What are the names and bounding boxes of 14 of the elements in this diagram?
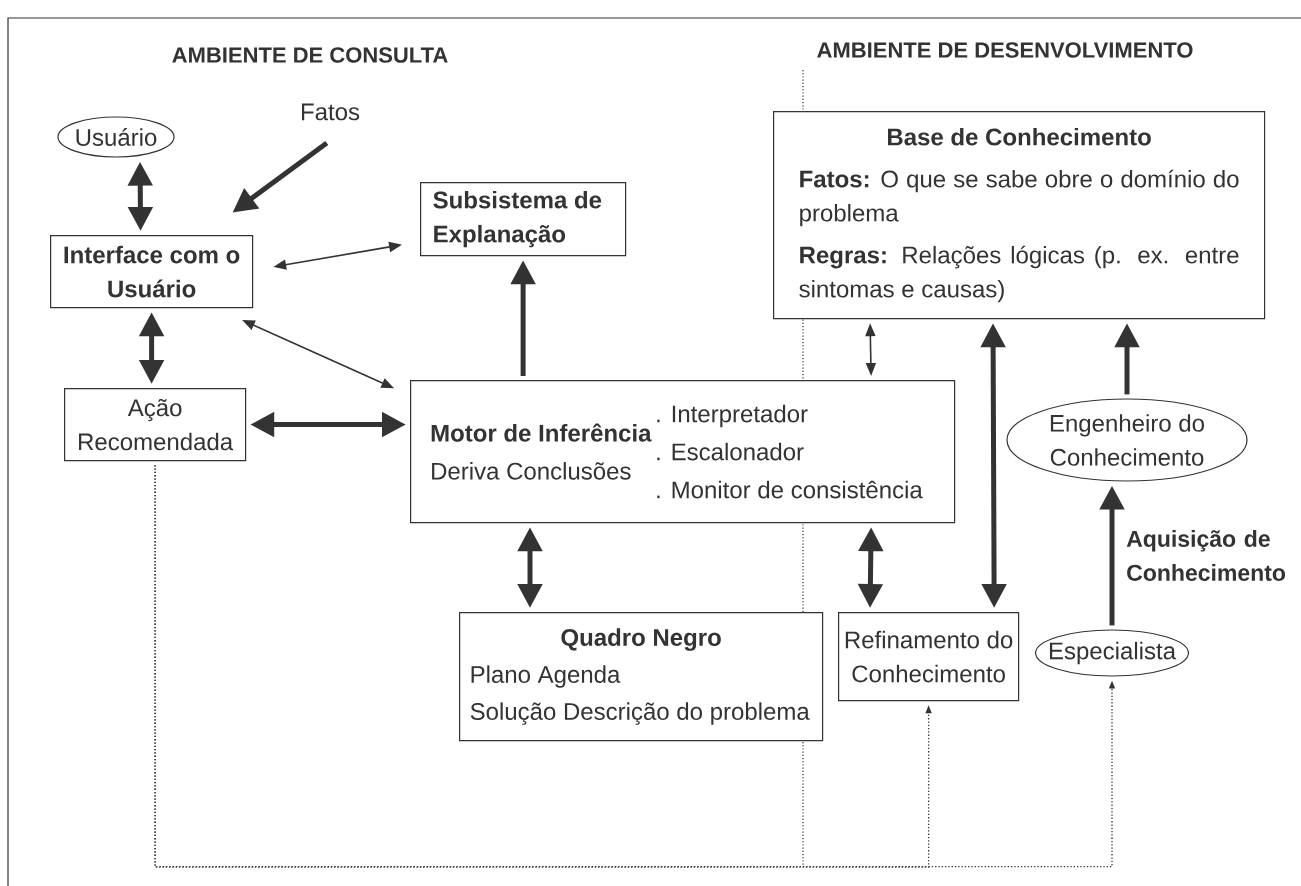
- process-box: Ação Recomendada: [64, 388, 247, 462]
- input-label: Fatos: [301, 103, 360, 121]
- ellipse-node: Engenheiro do Conhecimento: [1006, 398, 1248, 482]
- process-box: Quadro Negro Plano Agenda Solução Descrição do problema: [459, 612, 824, 742]
- process-box: Interface com o Usuário: [50, 235, 254, 309]
- process-box: Base de Conhecimento Fatos: O que se sabe obre o domínio do problema Regras: Relações lógicas (p. ex. entre sintomas e causas): [773, 111, 1266, 320]
- ellipse-node: Usuário: [57, 116, 175, 158]
- edge-label: Aquisição de Conhecimento: [1126, 530, 1286, 581]
- section-title: AMBIENTE DE DESENVOLVIMENTO: [817, 42, 1193, 58]
- process-box: Motor de Inferência Deriva Conclusões . Interpretador . Escalonador . Monitor de consistência: [410, 380, 956, 524]
- ellipse-node: Especialista: [1035, 629, 1189, 677]
- process-box: Refinamento do Conhecimento: [838, 612, 1020, 702]
- section-title: AMBIENTE DE CONSULTA: [172, 47, 448, 63]
- process-box: Subsistema de Explanação: [420, 182, 627, 257]
